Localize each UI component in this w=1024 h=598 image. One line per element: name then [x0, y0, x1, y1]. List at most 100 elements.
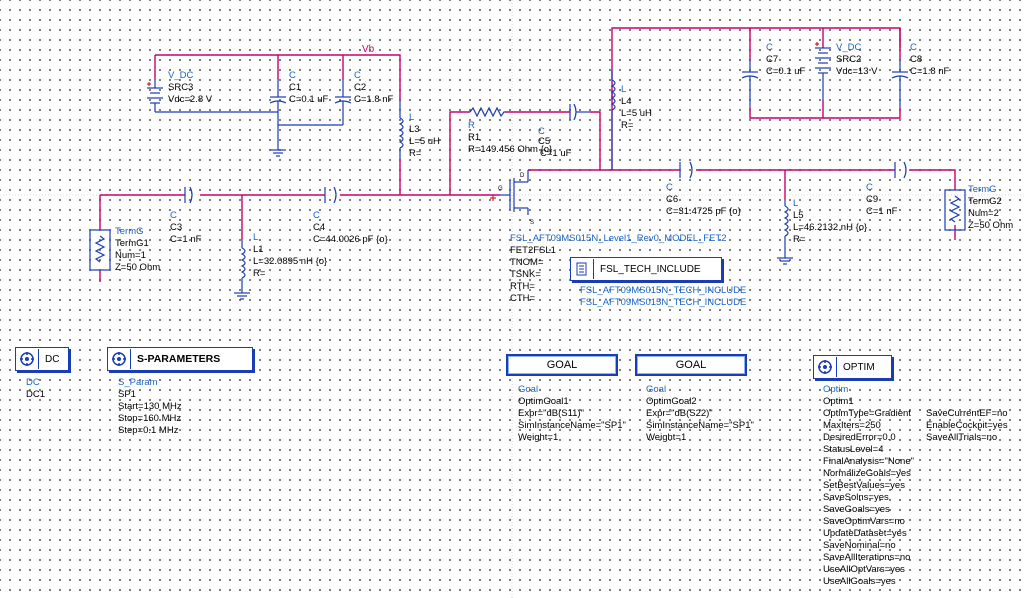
- c7-type: C: [766, 42, 773, 53]
- c7-name: C7: [766, 54, 779, 65]
- optim-type: Optim: [823, 384, 849, 395]
- c3-param[interactable]: C=1 nF: [170, 234, 202, 245]
- r1-name: R1: [468, 132, 481, 143]
- sparam-label: S-PARAMETERS: [137, 353, 221, 365]
- src3-param[interactable]: Vdc=2.8 V: [168, 94, 213, 105]
- goal1-label: GOAL: [546, 359, 578, 371]
- optim-col1-param[interactable]: MaxIters=250: [823, 420, 881, 431]
- termg1-z[interactable]: Z=50 Ohm: [115, 262, 161, 273]
- c5-param[interactable]: C=1 uF: [540, 148, 572, 159]
- optim-col2-param[interactable]: SaveAllTrials=no: [926, 432, 998, 443]
- goal2-block[interactable]: GOAL: [635, 354, 747, 376]
- tech-include-block[interactable]: FSL_TECH_INCLUDE: [570, 257, 722, 281]
- optim-col1-param[interactable]: NormalizeGoals=yes: [823, 468, 911, 479]
- wire-net: [99, 27, 956, 282]
- fet-symbol: [500, 170, 529, 215]
- src2-param[interactable]: Vdc=13 V: [836, 66, 878, 77]
- l5-symbol: [777, 200, 793, 265]
- goal1-sim[interactable]: SimInstanceName="SP1": [518, 420, 626, 431]
- optim-col1-param[interactable]: SaveOptimVars=no: [823, 516, 905, 527]
- optim-col1-param[interactable]: OptimType=Gradient: [823, 408, 911, 419]
- optim-name: Optim1: [823, 396, 854, 407]
- c5-name: C5: [538, 136, 551, 147]
- l4-type: L: [621, 84, 627, 95]
- goal2-label: GOAL: [675, 359, 707, 371]
- termg2-num[interactable]: Num=2: [968, 208, 999, 219]
- fet-tsnk[interactable]: TSNK=: [510, 269, 541, 280]
- tech-include-label: FSL_TECH_INCLUDE: [600, 263, 701, 275]
- c8-param[interactable]: C=1.8 nF: [910, 66, 950, 77]
- l4-param-r[interactable]: R=: [621, 120, 634, 131]
- c2-name: C2: [354, 82, 367, 93]
- l1-type: L: [253, 232, 259, 243]
- l5-name: L5: [793, 210, 804, 221]
- optim-col1-param[interactable]: SetBestValues=yes: [823, 480, 905, 491]
- source-polarity-marks: [147, 42, 819, 201]
- c9-param[interactable]: C=1 nF: [866, 206, 898, 217]
- goal1-weight[interactable]: Weight=1: [518, 432, 559, 443]
- fet-rth[interactable]: RTH=: [510, 281, 535, 292]
- components: [89, 47, 966, 300]
- optim-col1-param[interactable]: SaveGoals=yes: [823, 504, 890, 515]
- r1-param[interactable]: R=149.456 Ohm {o}: [468, 144, 553, 155]
- r1-type: R: [468, 120, 475, 131]
- sparam-stop[interactable]: Stop=160 MHz: [118, 413, 182, 424]
- c2-param[interactable]: C=1.8 nF: [354, 94, 394, 105]
- optim-col1-param[interactable]: UpdateDataset=yes: [823, 528, 907, 539]
- optim-col1-param[interactable]: SaveSolns=yes: [823, 492, 889, 503]
- goal2-expr[interactable]: Expr="dB(S22)": [646, 408, 713, 419]
- optim-col1-param[interactable]: UseAllGoals=yes: [823, 576, 896, 587]
- l1-param-l[interactable]: L=32.0895 nH {o}: [253, 256, 328, 267]
- sparam-start[interactable]: Start=130 MHz: [118, 401, 182, 412]
- termg1-name: TermG1: [115, 238, 149, 249]
- src3-symbol: [147, 80, 278, 113]
- dc-name: DC1: [26, 389, 46, 400]
- optim-col1-param[interactable]: SaveNominal=no: [823, 540, 896, 551]
- c4-symbol: [324, 186, 337, 204]
- optim-col1-param[interactable]: SaveAllIterations=no: [823, 552, 911, 563]
- sparam-controller-block[interactable]: S-PARAMETERS: [107, 347, 253, 371]
- c8-type: C: [910, 42, 917, 53]
- optim-controller-block[interactable]: OPTIM: [813, 355, 892, 379]
- l4-param-l[interactable]: L=5 uH: [621, 108, 652, 119]
- c3-type: C: [170, 210, 177, 221]
- fet-tnom[interactable]: TNOM=: [510, 257, 544, 268]
- optim-col1-param[interactable]: FinalAnalysis="None": [823, 456, 914, 467]
- sparam-name: SP1: [118, 389, 136, 400]
- l5-param-r[interactable]: R=: [793, 234, 806, 245]
- termg2-symbol: [944, 189, 966, 231]
- c6-param[interactable]: C=31.4725 pF {o}: [666, 206, 741, 217]
- optim-col2-param[interactable]: SaveCurrentEF=no: [926, 408, 1008, 419]
- fet-cth[interactable]: CTH=: [510, 293, 536, 304]
- c1-param[interactable]: C=0.1 uF: [289, 94, 329, 105]
- c4-name: C4: [313, 222, 326, 233]
- c7-param[interactable]: C=0.1 uF: [766, 66, 806, 77]
- l5-type: L: [793, 198, 799, 209]
- termg1-num[interactable]: Num=1: [115, 250, 146, 261]
- l5-param-l[interactable]: L=46.2132 nH {o}: [793, 222, 868, 233]
- goal2-sim[interactable]: SimInstanceName="SP1": [646, 420, 754, 431]
- r1-symbol: [469, 106, 505, 118]
- goal1-block[interactable]: GOAL: [506, 354, 618, 376]
- optim-col1-param[interactable]: DesiredError=0.0: [823, 432, 896, 443]
- c3-symbol: [184, 186, 193, 204]
- goal2-weight[interactable]: Weight=1: [646, 432, 687, 443]
- l1-param-r[interactable]: R=: [253, 268, 266, 279]
- c9-symbol: [894, 161, 907, 179]
- net-label-vb[interactable]: Vb: [362, 44, 375, 55]
- goal1-expr[interactable]: Expr="dB(S11)": [518, 408, 584, 419]
- l3-param-r[interactable]: R=: [409, 148, 422, 159]
- sparam-step[interactable]: Step=0.1 MHz: [118, 425, 179, 436]
- optim-col1-param[interactable]: UseAllOptVars=yes: [823, 564, 905, 575]
- c3-name: C3: [170, 222, 183, 233]
- optim-col1-param[interactable]: StatusLevel=4: [823, 444, 884, 455]
- c1-name: C1: [289, 82, 302, 93]
- fet-model: FSL_AFT09MS015N_Level1_Rev0_MODEL_FET2: [510, 233, 727, 244]
- src2-type: V_DC: [836, 42, 862, 53]
- dc-controller-block[interactable]: DC: [15, 347, 69, 371]
- optim-col2-param[interactable]: EnableCockpit=yes: [926, 420, 1008, 431]
- l3-param-l[interactable]: L=5 uH: [409, 136, 440, 147]
- termg2-z[interactable]: Z=50 Ohm: [968, 220, 1014, 231]
- c4-param[interactable]: C=44.0026 pF {o}: [313, 234, 388, 245]
